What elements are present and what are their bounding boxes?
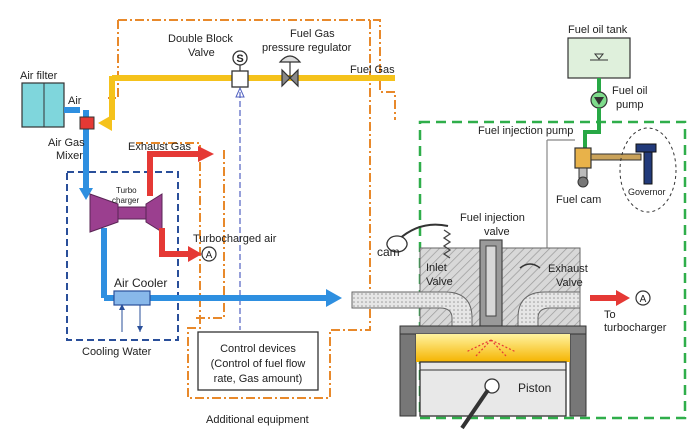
exhaust-gas-path [147, 151, 200, 196]
double-block-valve [231, 70, 249, 88]
air-gas-mixer-label-2: Mixer [56, 150, 83, 162]
combustion-chamber [416, 334, 570, 362]
turbocharger-shaft [117, 206, 147, 220]
fuel-cam-shape [577, 176, 589, 188]
cam-label: cam [377, 245, 400, 259]
fuel-oil-level-marker [593, 53, 605, 60]
turbocharger-label-1: Turbo [116, 186, 137, 195]
turbocharger-compressor [89, 193, 119, 233]
additional-equipment-border-right [136, 20, 371, 399]
turbocharged-air-arrow [188, 246, 202, 262]
air-cooler-label: Air Cooler [114, 276, 167, 290]
marker-a-left [201, 246, 217, 262]
air-filter-label: Air filter [20, 70, 58, 82]
turbocharged-air-path [159, 228, 190, 257]
air-filter [21, 82, 65, 128]
control-devices-label-2: (Control of fuel flow [211, 358, 306, 370]
charge-air-arrow [326, 289, 342, 307]
inlet-valve-label-2: Valve [426, 276, 453, 288]
control-devices-box [197, 331, 319, 391]
turbocharged-air-label: Turbocharged air [193, 233, 277, 245]
fuel-gas-arrow [98, 115, 112, 131]
turbocharger-label-2: charger [112, 196, 139, 205]
exhaust-valve-label-1: Exhaust [548, 263, 588, 275]
exhaust-gas-arrow [198, 146, 214, 162]
cylinder-wall-right [569, 327, 587, 417]
fuel-injection-pump [574, 147, 592, 169]
double-block-valve-label-1: Double Block [168, 33, 233, 45]
exhaust-valve-rocker [519, 263, 541, 269]
fuel-injection-valve-core [485, 245, 497, 317]
marker-a-right [635, 290, 651, 306]
cylinder-top-plate [399, 325, 587, 335]
pressure-regulator-label-2: pressure regulator [262, 42, 352, 54]
governor-boundary [619, 127, 677, 213]
fuel-oil-tank-label: Fuel oil tank [568, 24, 628, 36]
piston-pin [484, 378, 500, 394]
pressure-regulator-label-1: Fuel Gas [290, 28, 335, 40]
fuel-oil-tank [567, 37, 631, 79]
piston-label: Piston [518, 381, 551, 395]
to-turbocharger-label-1: To [604, 309, 616, 321]
additional-equipment-border-left [108, 20, 119, 99]
control-signal-arrowhead [235, 86, 245, 98]
air-gas-mixer-label-1: Air Gas [48, 137, 85, 149]
cooling-water-in-arrow [119, 304, 125, 310]
pressure-regulator-diaphragm [278, 55, 302, 63]
exhaust-gas-label: Exhaust Gas [128, 141, 191, 153]
fuel-injection-valve-label-1: Fuel injection [460, 212, 525, 224]
double-block-valve-symbol: S [236, 53, 243, 65]
fuel-pump-rack [590, 153, 642, 161]
inlet-valve-label-1: Inlet [426, 262, 447, 274]
inlet-valve-spring [442, 229, 452, 259]
additional-equipment-border-inner [196, 150, 225, 319]
cooling-water-label: Cooling Water [82, 346, 152, 358]
governor-label: Governor [628, 187, 666, 197]
fuel-oil-line-2 [583, 108, 601, 150]
air-label: Air [68, 95, 82, 107]
control-devices-label-3: rate, Gas amount) [214, 373, 303, 385]
exhaust-valve-label-2: Valve [556, 277, 583, 289]
to-turbo-arrow [616, 290, 630, 306]
additional-equipment-label: Additional equipment [206, 414, 309, 426]
governor-cap [635, 143, 657, 153]
control-devices-label-1: Control devices [220, 343, 296, 355]
additional-equipment-border [118, 19, 396, 120]
marker-a-right-label: A [640, 294, 647, 305]
fuel-oil-pump-label-1: Fuel oil [612, 85, 647, 97]
cam-lobe [386, 235, 408, 253]
fuel-injection-valve-label-2: valve [484, 226, 510, 238]
turbocharger-turbine [145, 193, 163, 233]
double-block-valve-solenoid [232, 50, 248, 66]
cooling-water-out-arrow [137, 326, 143, 332]
fuel-oil-pump-label-2: pump [616, 99, 644, 111]
connecting-rod [460, 388, 490, 430]
air-cooler [113, 290, 151, 306]
valve-rocker-arm [397, 223, 449, 241]
marker-a-left-label: A [206, 250, 213, 261]
fuel-oil-pump-arrow [594, 97, 604, 105]
cylinder-wall-left [399, 327, 417, 417]
engine-area-border [418, 120, 687, 420]
fuel-cam-label: Fuel cam [556, 194, 601, 206]
air-gas-mixer [79, 116, 95, 130]
double-block-valve-label-2: Valve [188, 47, 215, 59]
fuel-gas-label: Fuel Gas [350, 64, 395, 76]
air-line-arrow [79, 188, 93, 200]
cooling-water-border [66, 171, 179, 341]
fuel-injection-pump-label: Fuel injection pump [478, 125, 573, 137]
fuel-spray [465, 339, 517, 357]
to-turbocharger-label-2: turbocharger [604, 322, 667, 334]
